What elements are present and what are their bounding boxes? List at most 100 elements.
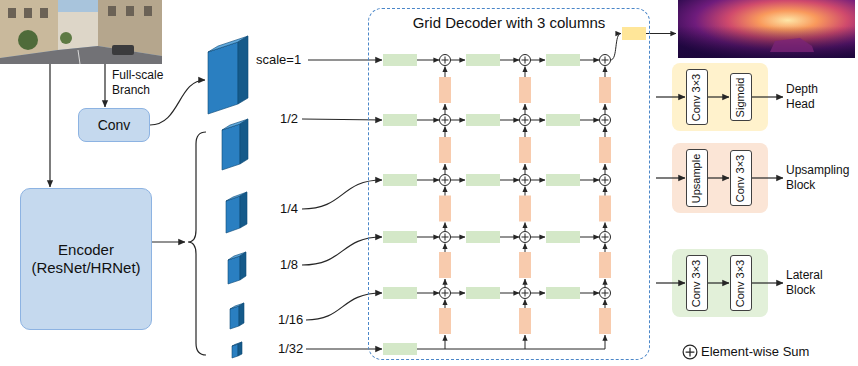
grid-arrow [531,293,546,294]
lateral-block [546,54,580,66]
upsampling-block [599,77,611,103]
grid-arrow [525,164,526,175]
grid-arrow [445,335,446,349]
flow-arrow [150,80,205,125]
grid-arrow [451,60,466,61]
feature-maps [228,256,240,284]
block-name: Depth Head [786,82,818,112]
sum-symbol [520,175,531,186]
flow-arrow [306,293,382,320]
legend-flow-arrow [656,177,685,178]
box-label: Conv [98,117,131,134]
upsampling-block [439,308,451,334]
lateral-block [466,54,500,66]
legend-flow-arrow [656,96,685,97]
sum-symbol [520,232,531,243]
feature-maps [240,192,247,228]
sum-symbol [520,115,531,126]
lateral-block [383,114,417,126]
sum-symbol [440,55,611,299]
depth-head-block [622,27,646,40]
grid-arrow [445,187,446,196]
branch-label-holder: Full-scale Branch [112,68,176,98]
grid-wire [417,349,605,350]
grid-arrow [417,60,439,61]
lateral-block [466,114,500,126]
grid-arrow [580,60,599,61]
scale-label-holder: 1/4 [280,201,298,217]
upsampling-block [439,252,451,278]
flow-arrow [306,348,382,349]
grid-arrow [605,244,606,253]
layer-label: Upsample [692,153,703,203]
input-photo [108,6,116,16]
input-photo [24,8,32,18]
conv-layer: Conv 3×3 [730,150,752,206]
grid-arrow [605,127,606,138]
grid-arrow [531,237,546,238]
grid-arrow [500,293,519,294]
lateral-block [546,114,580,126]
grid-arrow [605,300,606,309]
input-photo [112,45,134,55]
box-label: Encoder (ResNet/HRNet) [28,241,144,277]
upsampling-block [519,252,531,278]
depth-map [678,0,855,58]
legend-flow-arrow [656,97,783,283]
input-photo [0,46,162,64]
layer-label: Sigmoid [736,77,747,117]
lateral-block [546,287,580,299]
scale-label: 1/8 [280,257,298,273]
input-photo [60,32,72,44]
lateral-block [546,174,580,186]
lateral-block [383,54,580,355]
lateral-block [383,343,417,355]
grid-arrow [417,180,439,181]
upsampling-block [439,77,611,334]
grid-arrow [445,279,446,288]
legend-flow-arrow [656,282,685,283]
grid-arrow [525,127,526,138]
upsampling-block [439,77,451,103]
sum-symbol [600,175,611,186]
flow-arrow [708,177,729,178]
grid-arrow [417,293,439,294]
feature-maps [240,119,248,164]
feature-maps [232,344,238,358]
grid-arrow [417,120,439,121]
grid-arrow [500,120,519,121]
lateral-block [383,174,417,186]
input-photo [78,50,80,64]
scale-label: scale=1 [256,52,301,68]
input-photo [0,0,162,64]
encoder-bracket [188,132,206,355]
grid-arrow [525,300,526,309]
sum-symbol [440,55,451,66]
grid-arrow [580,237,599,238]
sigmoid-layer: Sigmoid [730,73,752,121]
grid-arrow [531,60,546,61]
upsample-layer: Upsample [686,149,708,207]
scale-label-holder: 1/32 [278,341,303,357]
grid-arrow [525,335,526,349]
upsampling-block [599,196,611,222]
block-name: Lateral Block [786,268,823,298]
feature-maps [208,36,248,358]
conv-layer: Conv 3×3 [686,69,708,125]
flow-arrow [302,180,382,209]
lateral-block [466,287,500,299]
grid-arrow [525,104,526,115]
grid-arrow [500,180,519,181]
input-photo [58,12,98,50]
scale-label-holder: 1/8 [280,257,298,273]
layer-label: Conv 3×3 [692,259,703,306]
upsampling-block [599,308,611,334]
sum-symbol [600,232,611,243]
input-photo [0,0,162,64]
input-photo [0,0,58,58]
feature-maps [238,36,248,104]
legend-sum-symbol [683,345,697,359]
encoder-box: Encoder (ResNet/HRNet) [20,188,152,330]
grid-arrow [451,237,466,238]
upsampling-block [519,308,531,334]
